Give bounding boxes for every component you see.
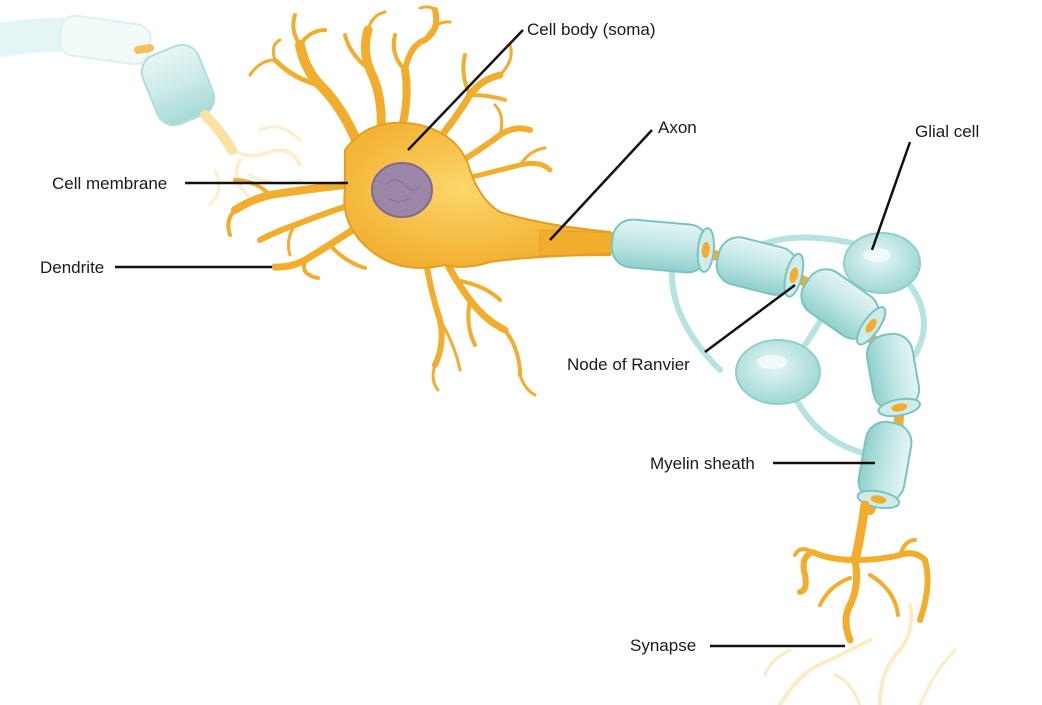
leader-node-of-ranvier: [704, 283, 796, 354]
glial-cell-body-2: [735, 339, 821, 405]
label-myelin-sheath: Myelin sheath: [650, 454, 755, 473]
leader-axon: [549, 129, 653, 241]
downstream-dendrites: [763, 603, 957, 705]
upstream-myelin: [134, 43, 237, 155]
dendrites: [226, 5, 553, 397]
leader-lines: [115, 29, 912, 648]
leader-cell-body: [407, 29, 524, 151]
glial-cell-body: [843, 232, 921, 294]
axon-terminal: [793, 500, 931, 644]
axon: [539, 229, 616, 257]
label-axon: Axon: [658, 118, 697, 137]
label-glial-cell: Glial cell: [915, 122, 980, 141]
nucleus: [371, 162, 433, 218]
label-dendrite: Dendrite: [40, 258, 105, 277]
upstream-axon: [0, 14, 152, 66]
label-synapse: Synapse: [630, 636, 697, 655]
myelin-sheaths: [610, 218, 921, 510]
label-cell-body: Cell body (soma): [527, 20, 656, 39]
leader-glial-cell: [870, 141, 912, 251]
label-node-of-ranvier: Node of Ranvier: [567, 355, 690, 374]
label-cell-membrane: Cell membrane: [52, 174, 168, 193]
